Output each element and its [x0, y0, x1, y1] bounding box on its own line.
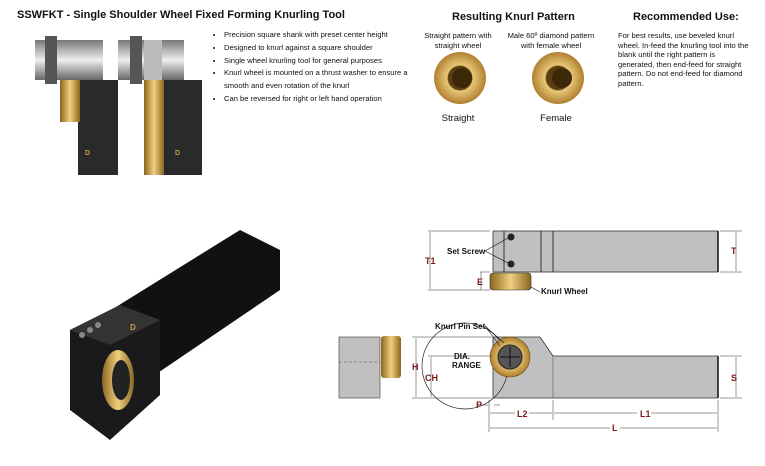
dim-h: H [412, 362, 419, 372]
feature-item: Can be reversed for right or left hand o… [224, 93, 434, 106]
straight-wheel-image [434, 52, 486, 104]
svg-text:D: D [130, 323, 136, 332]
feature-item: Designed to knurl against a square shoul… [224, 42, 434, 55]
dia-range-label-2: RANGE [452, 361, 482, 370]
pattern-heading: Resulting Knurl Pattern [452, 11, 575, 23]
product-photo-straight: D [35, 36, 118, 175]
dim-p: P [476, 400, 482, 410]
product-photo-diamond: D [118, 36, 202, 175]
dim-l2: L2 [517, 409, 528, 419]
dim-e: E [477, 277, 483, 287]
feature-item: Single wheel knurling tool for general p… [224, 55, 434, 68]
page-title: SSWFKT - Single Shoulder Wheel Fixed For… [17, 9, 345, 21]
feature-item: Knurl wheel is mounted on a thrust washe… [224, 67, 434, 93]
feature-item: Precision square shank with preset cente… [224, 29, 434, 42]
female-label: Female [540, 113, 572, 124]
svg-text:D: D [85, 150, 90, 157]
recommended-heading: Recommended Use: [633, 11, 739, 23]
female-wheel-image [532, 52, 584, 104]
dim-t1: T1 [425, 256, 436, 266]
female-caption: Male 60º diamond pattern with female whe… [507, 31, 595, 50]
end-view-drawing [338, 336, 401, 399]
dim-l1: L1 [640, 409, 651, 419]
straight-caption: Straight pattern with straight wheel [424, 31, 492, 50]
dim-l: L [612, 423, 618, 433]
recommended-text: For best results, use beveled knurl whee… [618, 31, 749, 88]
knurl-wheel-callout: Knurl Wheel [541, 287, 588, 296]
side-view-drawing: H CH S P L2 L1 L Knurl Pin Set DIA. RANG… [412, 322, 742, 433]
svg-text:D: D [175, 150, 180, 157]
knurl-pin-set-callout: Knurl Pin Set [435, 322, 486, 331]
dia-range-label-1: DIA. [454, 352, 470, 361]
straight-label: Straight [441, 113, 475, 124]
dim-s: S [731, 373, 737, 383]
top-view-drawing: T1 T E Set Screw Knurl Wheel [425, 230, 742, 296]
dim-t: T [731, 246, 737, 256]
tool-3d-render: D [70, 230, 280, 440]
feature-list: Precision square shank with preset cente… [212, 29, 434, 106]
dim-ch: CH [425, 373, 438, 383]
set-screw-callout: Set Screw [447, 247, 486, 256]
